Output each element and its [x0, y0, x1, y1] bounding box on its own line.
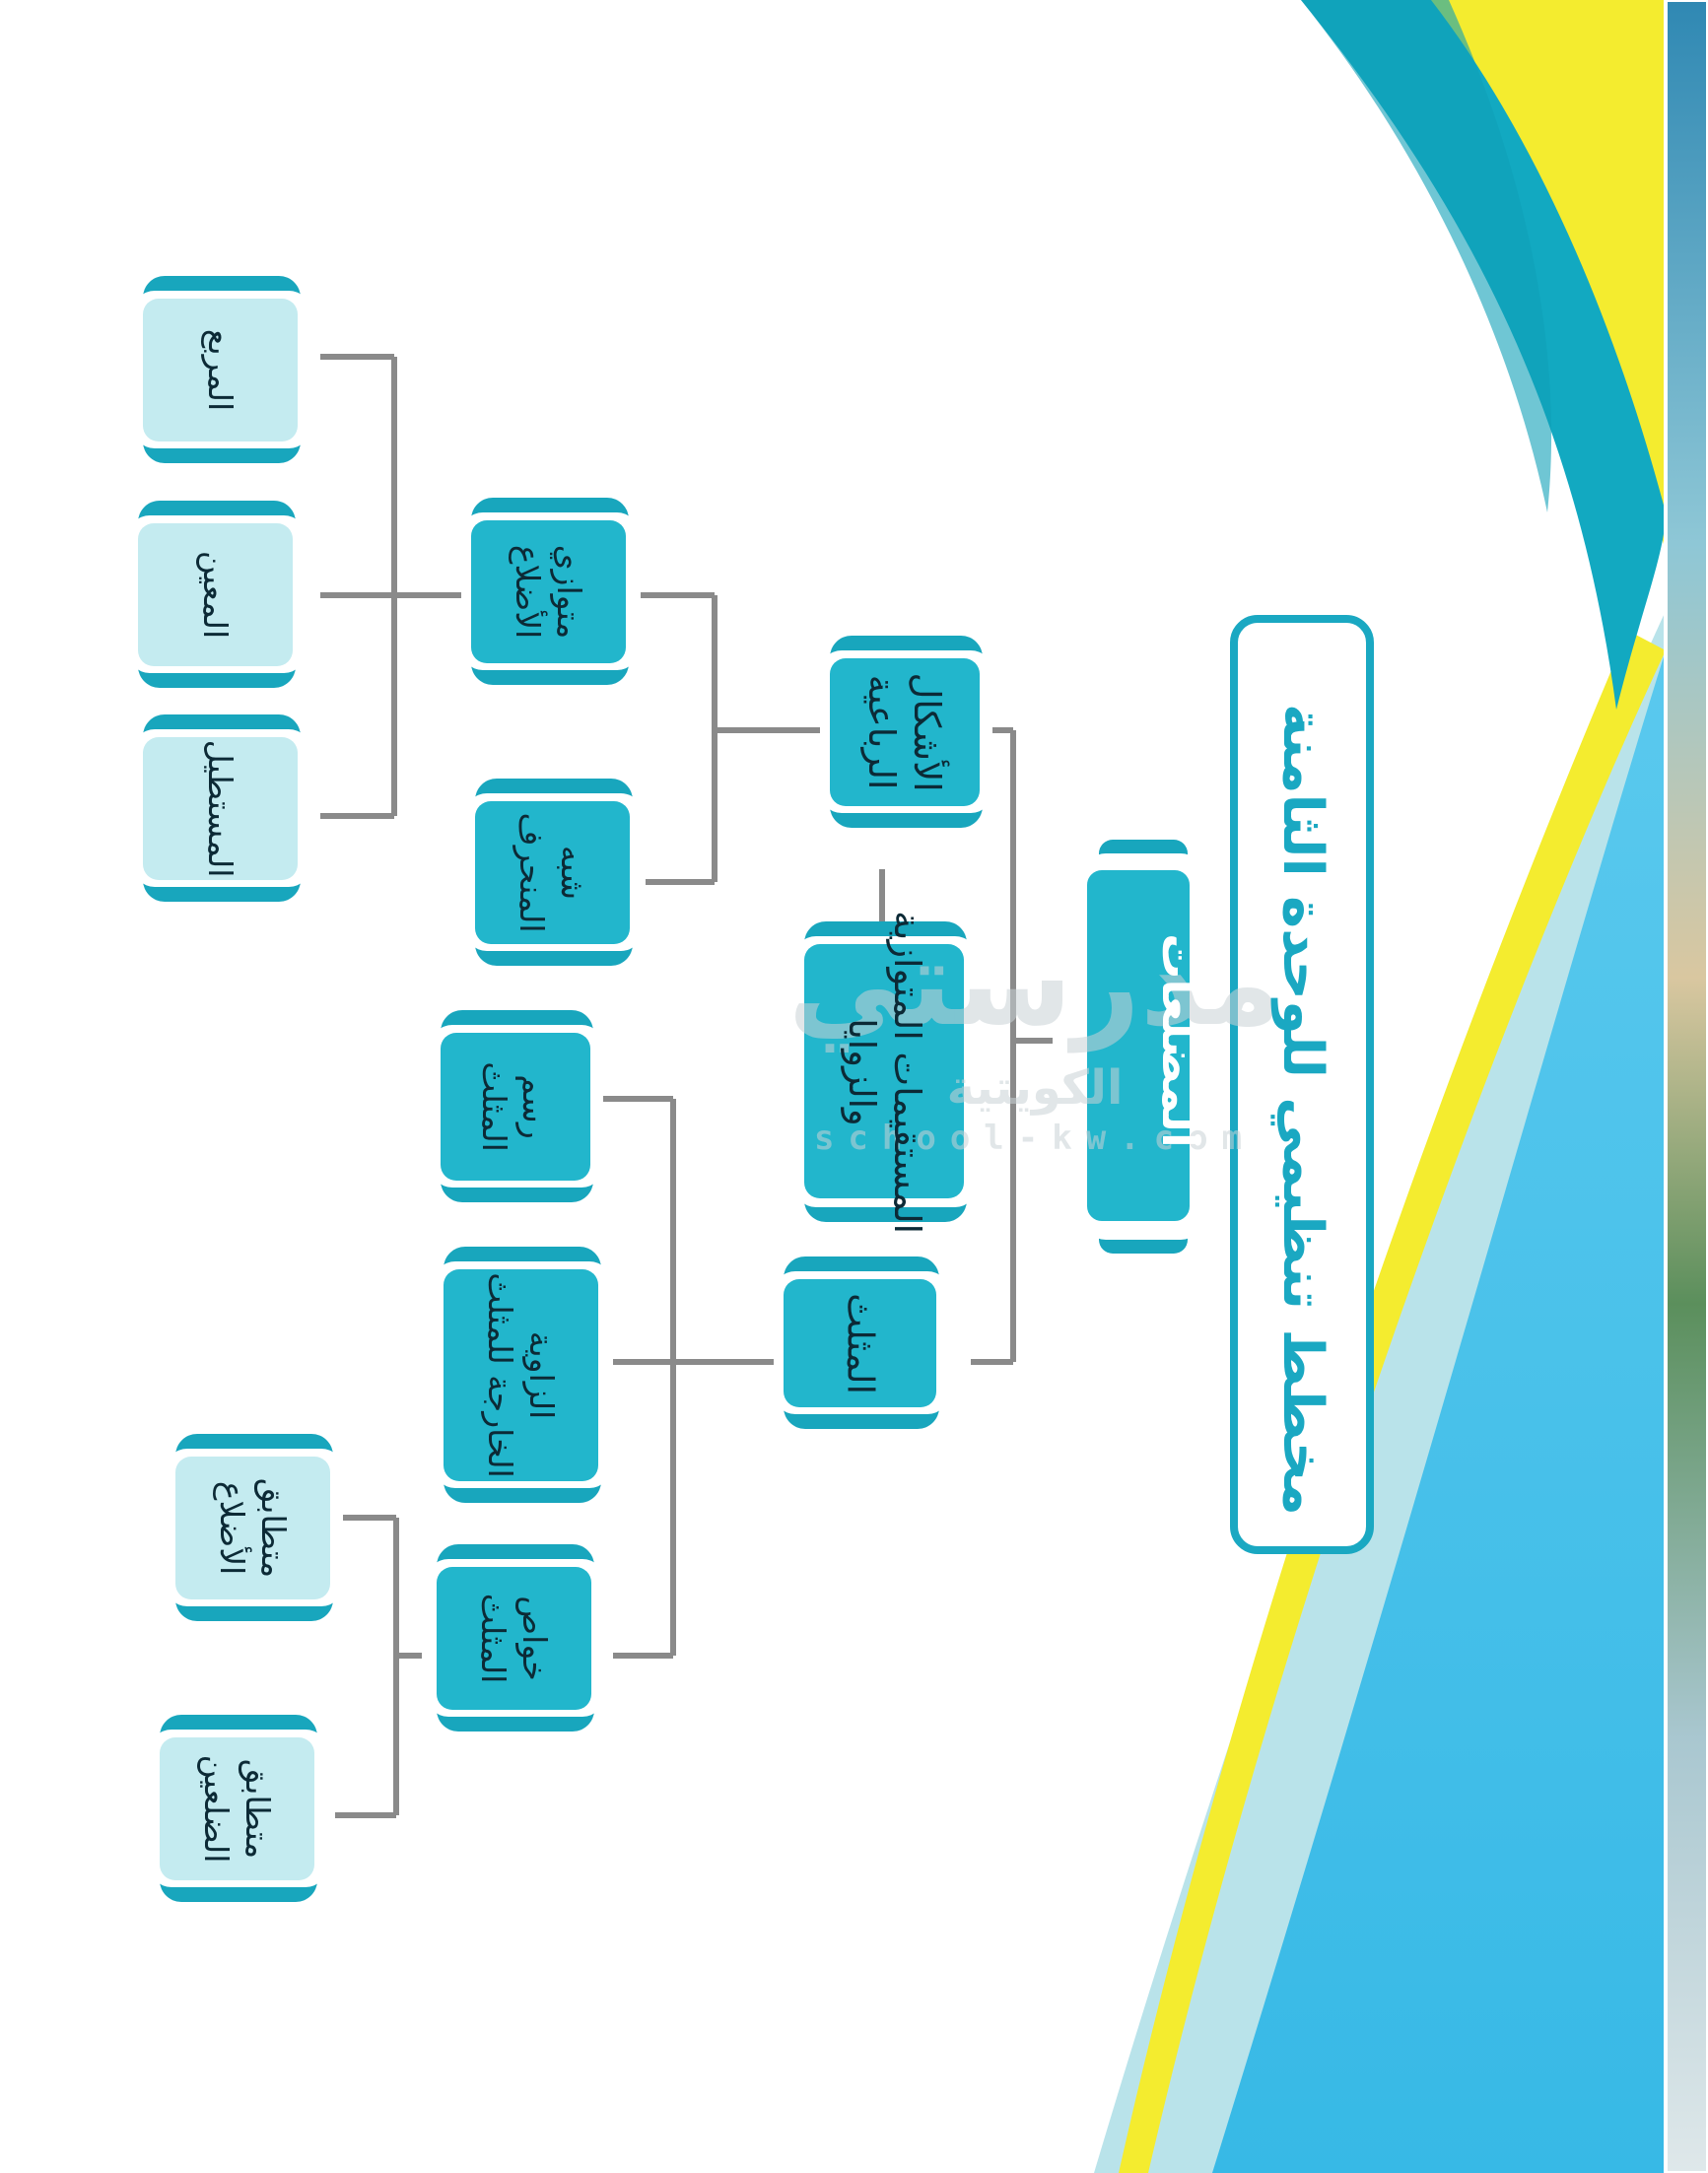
- wave-sky: [1212, 650, 1666, 2173]
- label-line: المستقيمات المتوازية: [886, 911, 929, 1234]
- watermark: مدرستي الكويتية school-kw.com: [690, 887, 1380, 1183]
- label-line: المنحرف: [512, 812, 552, 933]
- page-title-text: مخطط تنظيمي للوحدة الثامنة: [1270, 704, 1334, 1516]
- node-rectangle: [133, 714, 310, 902]
- label-isosceles: متطابق الضلعين: [160, 1737, 314, 1880]
- label-triangle-drawing: رسم المثلث: [440, 1033, 589, 1181]
- label-line: المثلث: [475, 1061, 513, 1152]
- label-trapezoid: شبه المنحرف: [475, 801, 630, 944]
- watermark-url: school-kw.com: [813, 1118, 1257, 1158]
- node-square: [133, 276, 310, 463]
- wave-yellow-lower: [1119, 631, 1666, 2173]
- label-line: والزوايا: [841, 1018, 883, 1126]
- label-triangle: المثلث: [784, 1280, 936, 1408]
- label-triangle-properties: خواص المثلث: [437, 1567, 591, 1710]
- label-quadrilaterals: الأشكال الرباعية: [829, 658, 979, 806]
- node-equilateral: [166, 1434, 343, 1621]
- label-line: متطابق: [238, 1758, 277, 1860]
- node-rhombus: [128, 501, 306, 688]
- label-line: المثلث: [474, 1593, 513, 1684]
- label-equilateral: متطابق الأضلاع: [175, 1457, 330, 1599]
- connector-lines: [320, 354, 1053, 1818]
- root-node-text: المضلعات: [1151, 933, 1205, 1148]
- node-parallel-lines: [794, 921, 977, 1222]
- label-line: خواص: [514, 1596, 554, 1681]
- title-frame: [1230, 615, 1374, 1554]
- node-parallelogram: [461, 498, 639, 685]
- label-line: شبه: [553, 845, 592, 901]
- label-line: المستطيل: [201, 739, 240, 878]
- watermark-sub: الكويتية: [946, 1059, 1124, 1116]
- node-exterior-angle: [434, 1247, 611, 1503]
- wave-teal-inner: [1301, 0, 1552, 512]
- beach-photo-icon: [1664, 0, 1708, 2173]
- label-exterior-angle: الزاوية الخارجة للمثلث: [444, 1269, 598, 1481]
- label-line: الزاوية: [521, 1330, 561, 1420]
- label-line: متوازي: [549, 544, 588, 640]
- label-line: المربع: [201, 328, 240, 412]
- watermark-main: مدرستي: [787, 915, 1282, 1053]
- label-square: المربع: [143, 299, 298, 441]
- label-line: المثلث: [839, 1293, 882, 1394]
- label-line: الرباعية: [860, 674, 903, 790]
- label-parallelogram: متوازي الأضلاع: [471, 520, 626, 663]
- label-rectangle: المستطيل: [143, 737, 298, 880]
- decorative-waves: [1094, 0, 1666, 2173]
- label-rhombus: المعين: [138, 523, 293, 666]
- label-line: رسم: [515, 1074, 555, 1139]
- label-line: الخارجة للمثلث: [481, 1272, 520, 1478]
- label-line: الأضلاع: [213, 1480, 252, 1576]
- node-triangle: [774, 1256, 949, 1429]
- label-parallel-lines: المستقيمات المتوازية والزوايا: [804, 911, 964, 1234]
- root-node-label: المضلعات: [1133, 893, 1222, 1188]
- label-line: المعين: [196, 550, 236, 640]
- node-triangle-properties: [427, 1544, 604, 1732]
- label-line: الأشكال: [906, 672, 949, 792]
- page-title: مخطط تنظيمي للوحدة الثامنة: [1243, 686, 1361, 1533]
- label-line: متطابق: [253, 1477, 293, 1579]
- node-isosceles: [150, 1715, 327, 1902]
- node-trapezoid: [465, 779, 643, 966]
- root-node-polygons: [1081, 840, 1202, 1254]
- label-line: الأضلاع: [509, 544, 548, 640]
- label-line: الضلعين: [197, 1754, 237, 1864]
- wave-yellow: [1427, 0, 1666, 552]
- node-triangle-drawing: [431, 1010, 603, 1202]
- node-quadrilaterals: [820, 636, 992, 828]
